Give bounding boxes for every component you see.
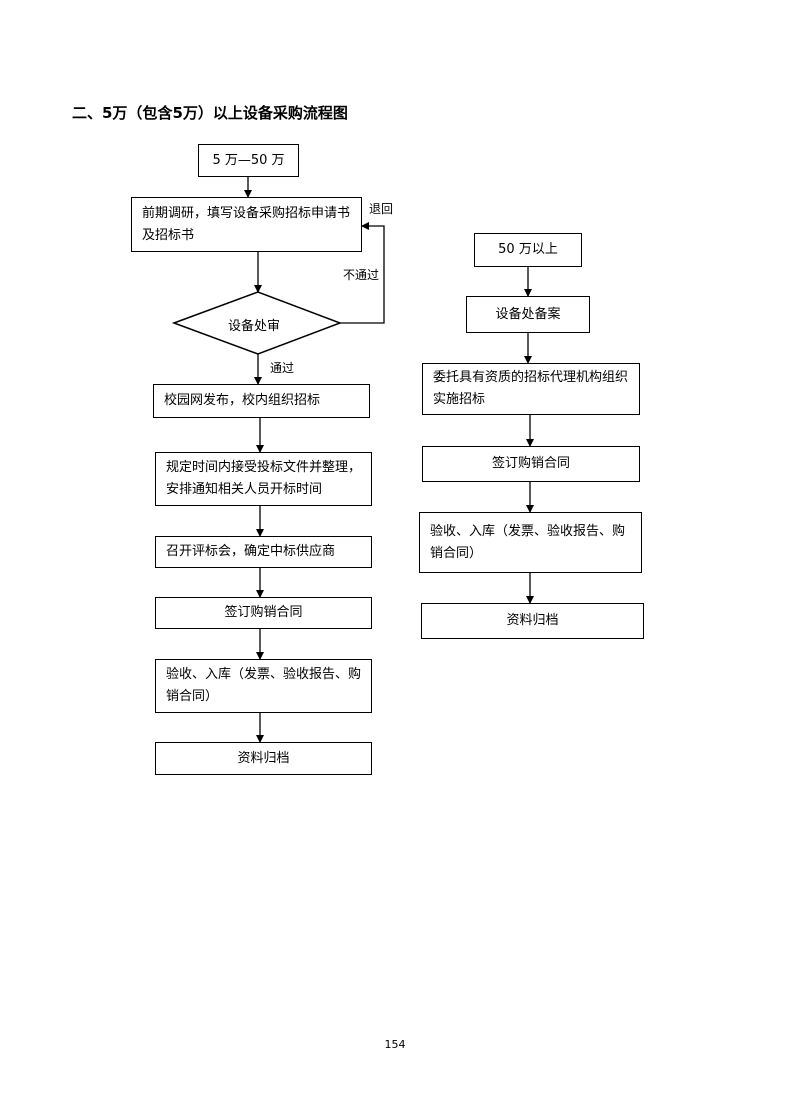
range-label-left: 5 万—50 万 <box>212 152 285 168</box>
r-step-filing-box: 设备处备案 <box>466 296 590 333</box>
step-archive-text: 资料归档 <box>237 750 290 766</box>
step-publish-box: 校园网发布，校内组织招标 <box>153 384 370 418</box>
r-step-agency-box: 委托具有资质的招标代理机构组织实施招标 <box>422 363 640 415</box>
r-step-filing-text: 设备处备案 <box>495 306 561 322</box>
page-title: 二、5万（包含5万）以上设备采购流程图 <box>72 104 348 122</box>
decision-label: 设备处审 <box>228 319 281 334</box>
return-label: 退回 <box>369 202 394 216</box>
range-label-right: 50 万以上 <box>498 242 558 257</box>
decision-diamond <box>171 291 343 355</box>
r-step-acceptance-box: 验收、入库（发票、验收报告、购销合同） <box>419 512 642 573</box>
step-publish-text: 校园网发布，校内组织招标 <box>164 393 321 408</box>
step-bids-text: 规定时间内接受投标文件并整理，安排通知相关人员开标时间 <box>166 460 362 497</box>
step-evaluation-box: 召开评标会，确定中标供应商 <box>155 536 372 568</box>
step-evaluation-text: 召开评标会，确定中标供应商 <box>166 544 336 559</box>
step-contract-text: 签订购销合同 <box>224 605 303 620</box>
return-loop-line <box>340 222 385 324</box>
r-step-archive-text: 资料归档 <box>506 613 559 628</box>
r-step-contract-box: 签订购销合同 <box>422 446 640 482</box>
step-archive-box: 资料归档 <box>155 742 372 775</box>
step-contract-box: 签订购销合同 <box>155 597 372 629</box>
step-bids-box: 规定时间内接受投标文件并整理，安排通知相关人员开标时间 <box>155 452 372 506</box>
step-acceptance-text: 验收、入库（发票、验收报告、购销合同） <box>166 667 362 704</box>
r-step-agency-text: 委托具有资质的招标代理机构组织实施招标 <box>433 370 629 407</box>
step-acceptance-box: 验收、入库（发票、验收报告、购销合同） <box>155 659 372 713</box>
range-box-5w-50w: 5 万—50 万 <box>198 144 299 177</box>
fail-label: 不通过 <box>343 268 380 282</box>
range-box-over-50w: 50 万以上 <box>474 233 582 267</box>
r-step-contract-text: 签订购销合同 <box>491 456 570 471</box>
r-step-archive-box: 资料归档 <box>421 603 644 639</box>
pass-label: 通过 <box>270 361 295 375</box>
step-research-box: 前期调研，填写设备采购招标申请书及招标书 <box>131 197 362 252</box>
step-research-text: 前期调研，填写设备采购招标申请书及招标书 <box>142 205 351 243</box>
r-step-acceptance-text: 验收、入库（发票、验收报告、购销合同） <box>430 523 626 561</box>
page-number: 154 <box>384 1038 406 1051</box>
